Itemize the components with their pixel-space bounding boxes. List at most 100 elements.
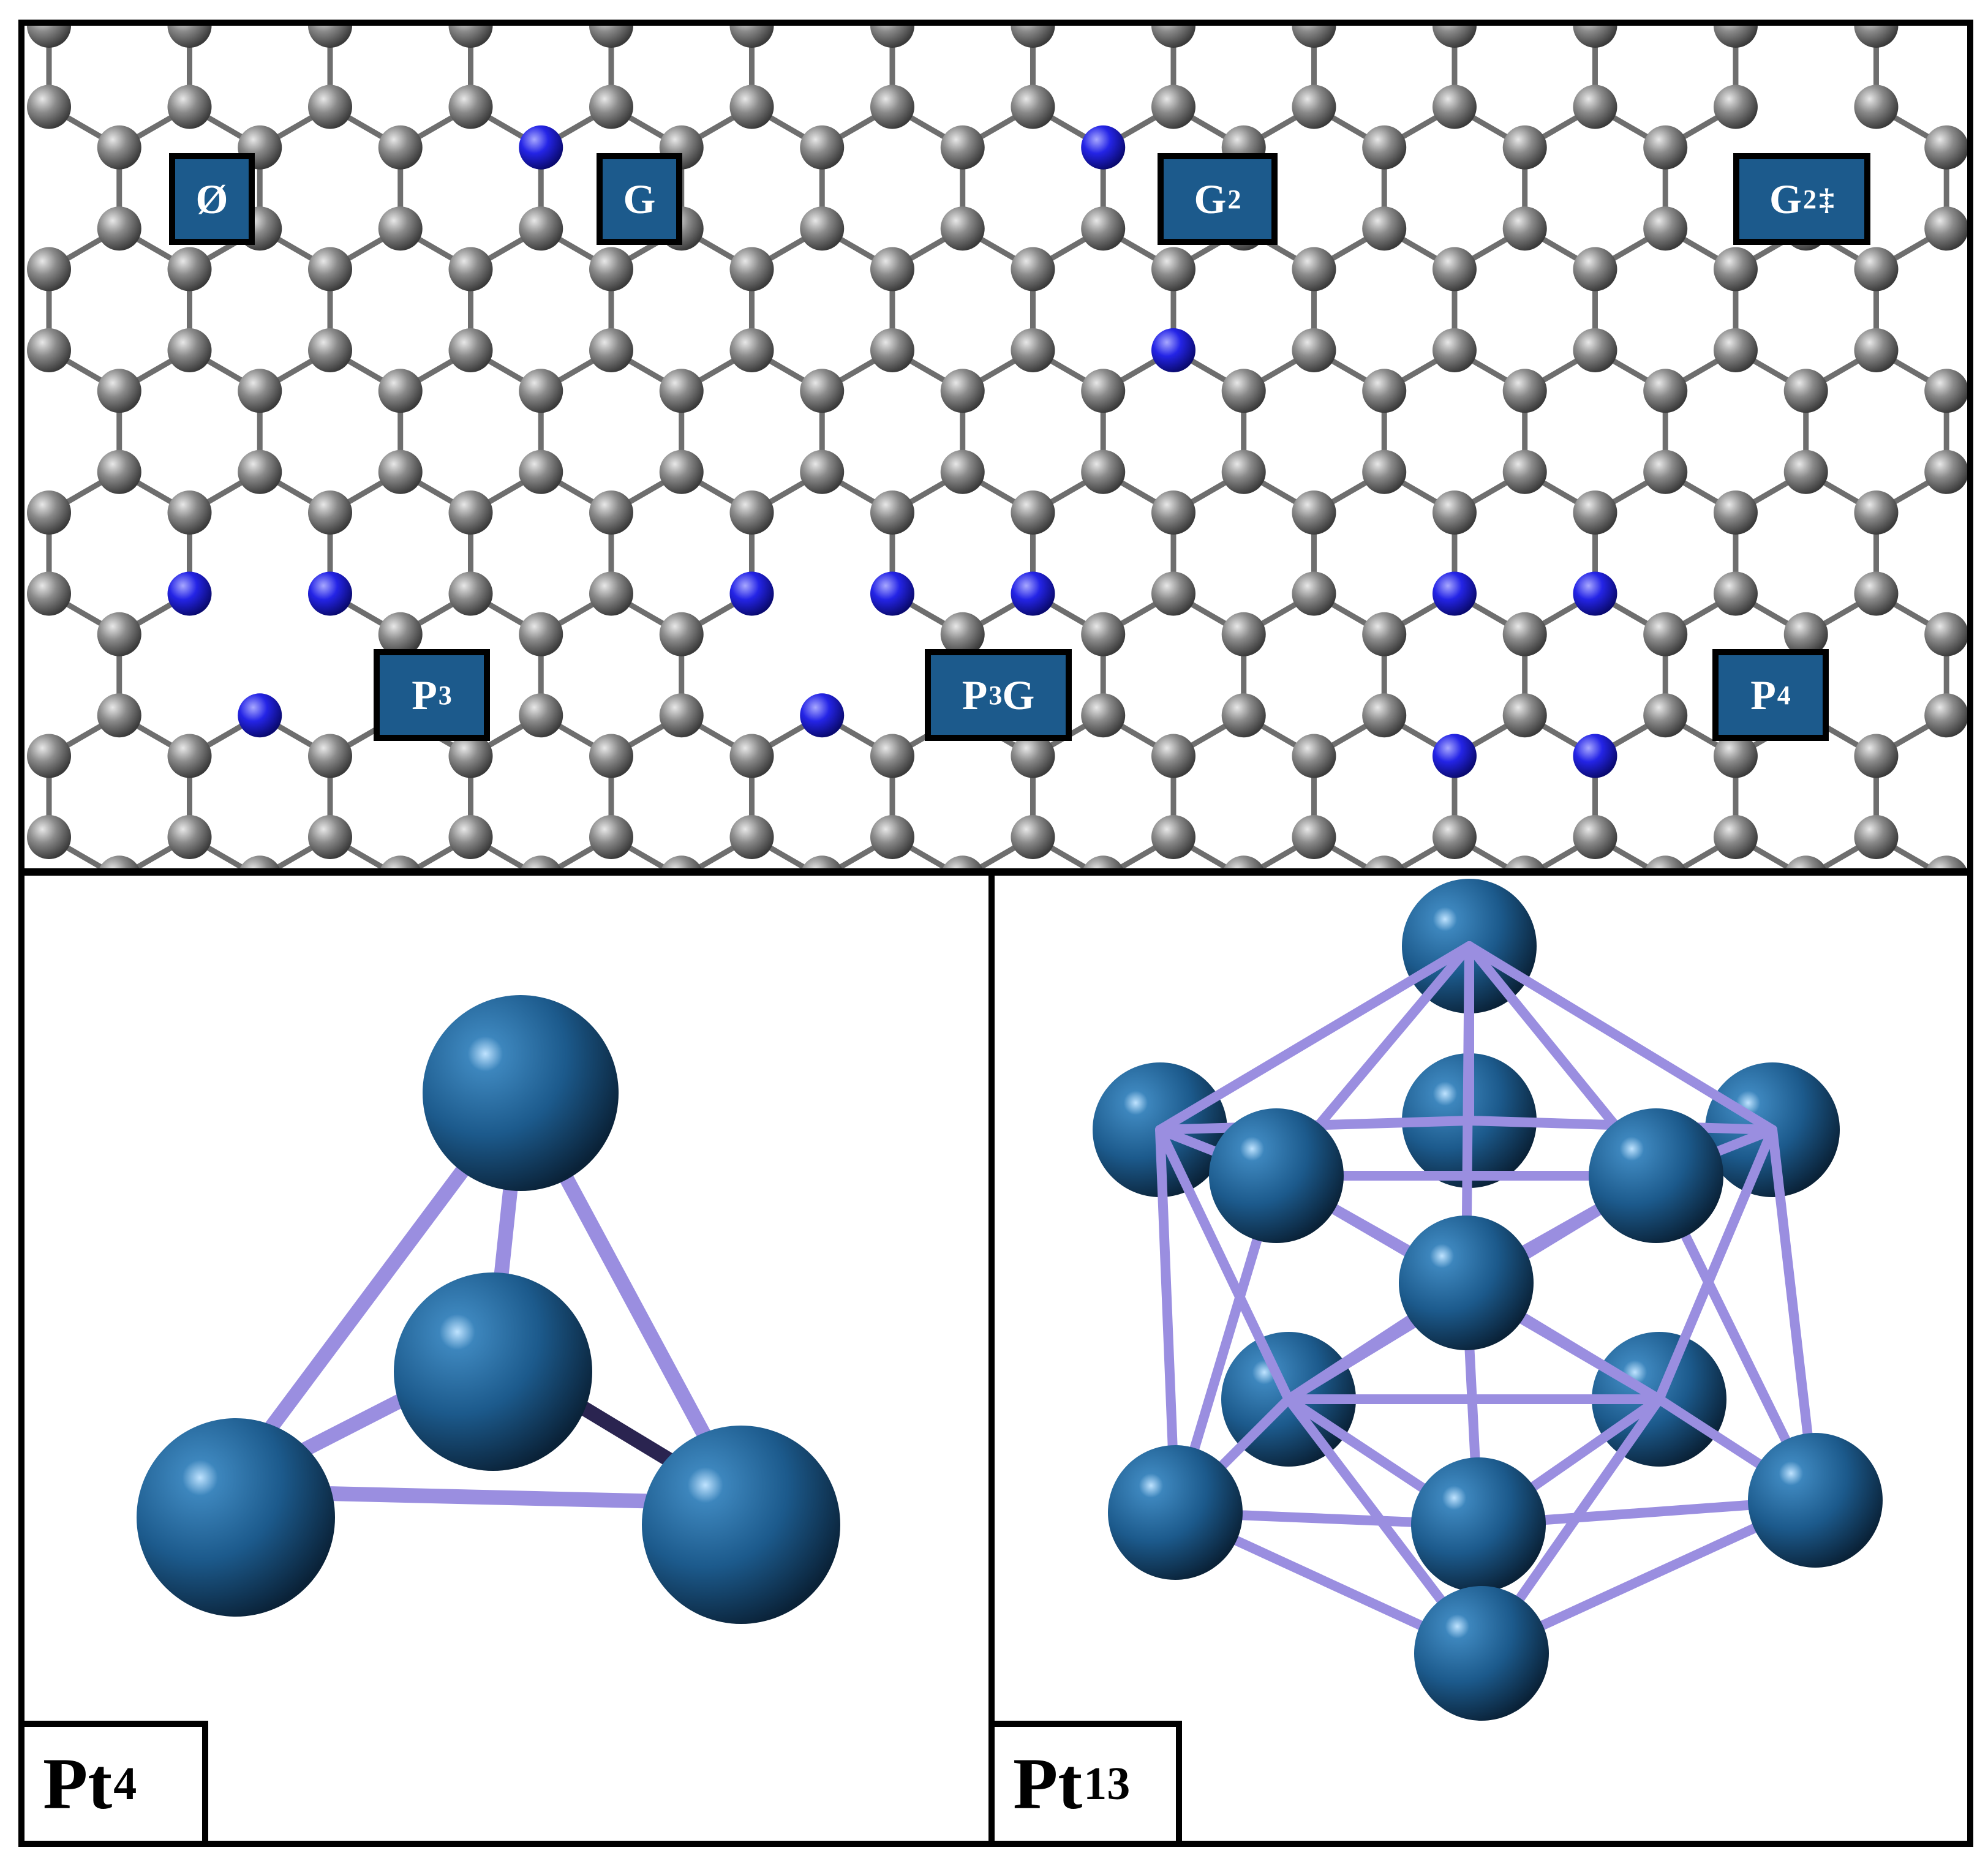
nitrogen-atom: [1432, 734, 1477, 778]
carbon-atom: [729, 247, 774, 291]
carbon-atom: [378, 449, 423, 494]
carbon-atom: [1924, 693, 1967, 738]
carbon-atom: [1573, 328, 1617, 372]
carbon-atom: [1292, 815, 1336, 859]
nitrogen-atom: [1081, 125, 1126, 170]
carbon-atom: [1224, 855, 1264, 868]
carbon-atom: [943, 855, 983, 868]
nitrogen-atom: [1573, 734, 1617, 778]
carbon-atom: [940, 369, 985, 413]
carbon-atom: [448, 26, 493, 48]
carbon-atom: [1643, 369, 1688, 413]
carbon-atom: [97, 206, 141, 251]
carbon-atom: [519, 369, 563, 413]
carbon-atom: [1081, 369, 1126, 413]
carbon-atom: [1854, 490, 1899, 535]
carbon-atom: [1362, 612, 1407, 656]
carbon-atom: [729, 328, 774, 372]
carbon-atom: [1081, 693, 1126, 738]
carbon-atom: [1502, 612, 1547, 656]
nitrogen-atom: [307, 571, 352, 616]
carbon-atom: [589, 85, 633, 129]
carbon-atom: [1713, 26, 1758, 48]
carbon-atom: [97, 449, 141, 494]
label-empty: Ø: [169, 153, 255, 245]
carbon-atom: [1151, 85, 1195, 129]
carbon-atom: [589, 571, 633, 616]
carbon-atom: [1573, 247, 1617, 291]
carbon-atom: [1573, 85, 1617, 129]
carbon-atom: [378, 206, 423, 251]
carbon-atom: [307, 490, 352, 535]
carbon-atom: [1221, 369, 1266, 413]
carbon-atom: [870, 85, 914, 129]
carbon-atom: [802, 855, 842, 868]
carbon-atom: [97, 125, 141, 170]
carbon-atom: [519, 449, 563, 494]
carbon-atom: [1502, 125, 1547, 170]
carbon-atom: [1505, 855, 1545, 868]
pt13-atom: [1748, 1433, 1883, 1568]
carbon-atom: [1292, 490, 1336, 535]
pt13-cluster: [1093, 879, 1883, 1721]
carbon-atom: [1643, 125, 1688, 170]
carbon-atom: [167, 815, 212, 859]
carbon-atom: [521, 855, 561, 868]
carbon-atom: [167, 734, 212, 778]
carbon-atom: [1713, 490, 1758, 535]
carbon-atom: [1364, 855, 1404, 868]
carbon-atom: [97, 693, 141, 738]
pt13-atom: [1414, 1586, 1549, 1721]
nitrogen-atom: [729, 571, 774, 616]
carbon-atom: [659, 693, 704, 738]
carbon-atom: [589, 328, 633, 372]
carbon-atom: [729, 85, 774, 129]
carbon-atom: [1643, 449, 1688, 494]
carbon-atom: [1292, 26, 1336, 48]
carbon-atom: [1151, 26, 1195, 48]
carbon-atom: [1432, 247, 1477, 291]
carbon-atom: [167, 26, 212, 48]
carbon-atom: [1432, 85, 1477, 129]
carbon-atom: [589, 815, 633, 859]
carbon-atom: [1083, 855, 1123, 868]
carbon-atom: [870, 328, 914, 372]
carbon-atom: [308, 26, 352, 48]
pt13-atom: [1399, 1216, 1534, 1350]
carbon-atom: [27, 247, 71, 291]
carbon-atom: [1854, 734, 1899, 778]
carbon-atom: [589, 490, 633, 535]
carbon-atom: [448, 815, 493, 859]
carbon-atom: [380, 855, 421, 868]
carbon-atom: [1854, 328, 1899, 372]
pt13-bond: [1654, 1125, 1777, 1404]
pt13-atom: [1209, 1108, 1344, 1243]
carbon-atom: [1362, 449, 1407, 494]
carbon-atom: [870, 734, 914, 778]
carbon-atom: [1924, 125, 1967, 170]
carbon-atom: [99, 855, 140, 868]
carbon-atom: [659, 369, 704, 413]
pt4-atom: [423, 995, 619, 1191]
carbon-atom: [1643, 206, 1688, 251]
pt4-atom: [642, 1426, 840, 1624]
nitrogen-atom: [238, 693, 282, 738]
carbon-atom: [800, 206, 845, 251]
nitrogen-atom: [1573, 571, 1617, 616]
carbon-atom: [1502, 693, 1547, 738]
carbon-atom: [1362, 125, 1407, 170]
carbon-atom: [1786, 855, 1826, 868]
carbon-atom: [27, 85, 71, 129]
carbon-atom: [1783, 369, 1828, 413]
carbon-atom: [729, 815, 774, 859]
carbon-atom: [1713, 328, 1758, 372]
carbon-atom: [1362, 206, 1407, 251]
carbon-atom: [1645, 855, 1685, 868]
carbon-atom: [27, 26, 71, 48]
carbon-atom: [800, 369, 845, 413]
carbon-atom: [1011, 490, 1055, 535]
